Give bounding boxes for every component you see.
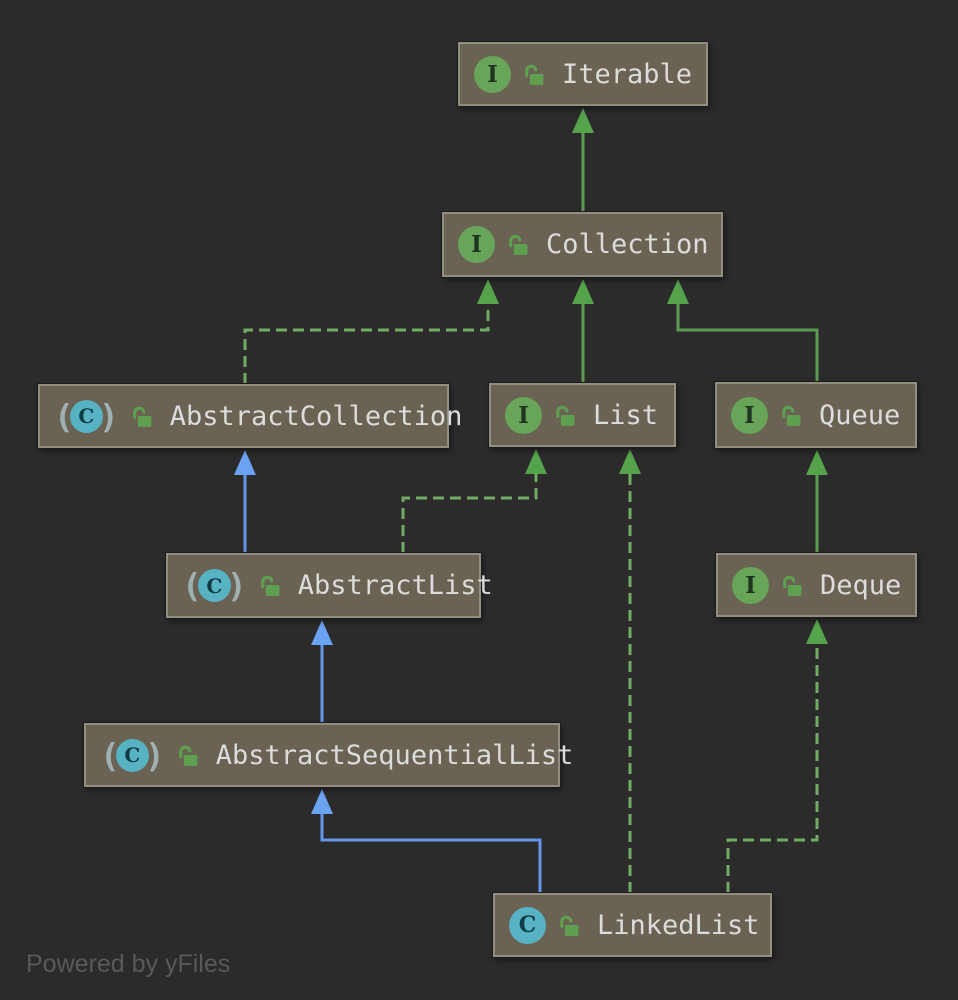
interface-icon: I bbox=[732, 566, 769, 604]
edge-AbstractSequentialList-AbstractList bbox=[311, 620, 333, 723]
node-abstract-list[interactable]: ( C ) AbstractList bbox=[166, 553, 493, 618]
node-collection[interactable]: I Collection bbox=[442, 212, 723, 277]
unlocked-padlock-icon bbox=[778, 403, 803, 428]
edge-LinkedList-AbstractSequentialList bbox=[311, 789, 542, 893]
interface-icon: I bbox=[458, 226, 495, 263]
node-label: Collection bbox=[546, 229, 709, 260]
node-iterable[interactable]: I Iterable bbox=[458, 42, 708, 106]
node-linked-list[interactable]: C LinkedList bbox=[493, 893, 772, 957]
unlocked-padlock-icon bbox=[505, 232, 530, 257]
node-queue[interactable]: I Queue bbox=[715, 382, 917, 448]
edge-Collection-Iterable bbox=[572, 108, 594, 212]
node-label: List bbox=[593, 399, 659, 431]
node-label: AbstractCollection bbox=[169, 400, 463, 432]
edge-List-Collection bbox=[572, 279, 594, 383]
edge-AbstractList-AbstractCollection bbox=[234, 450, 256, 553]
edge-LinkedList-List bbox=[619, 449, 641, 893]
node-deque[interactable]: I Deque bbox=[716, 553, 917, 617]
interface-icon: I bbox=[505, 396, 542, 434]
node-label: Queue bbox=[819, 399, 901, 431]
edge-Deque-Queue bbox=[806, 450, 828, 553]
edge-LinkedList-Deque bbox=[726, 619, 828, 893]
abstract-class-icon: ( C ) bbox=[182, 566, 247, 605]
node-label: LinkedList bbox=[597, 909, 760, 941]
unlocked-padlock-icon bbox=[552, 403, 577, 428]
edge-AbstractCollection-Collection bbox=[243, 279, 499, 384]
node-abstract-sequential-list[interactable]: ( C ) AbstractSequentialList bbox=[84, 723, 573, 787]
interface-icon: I bbox=[731, 396, 768, 434]
node-label: AbstractList bbox=[297, 570, 493, 601]
abstract-class-icon: ( C ) bbox=[100, 735, 165, 775]
edge-Queue-Collection bbox=[667, 279, 819, 382]
yfiles-watermark[interactable]: Powered by yFiles bbox=[26, 950, 231, 978]
node-list[interactable]: I List bbox=[489, 383, 676, 447]
unlocked-padlock-icon bbox=[556, 913, 581, 938]
node-label: AbstractSequentialList bbox=[215, 739, 574, 771]
unlocked-padlock-icon bbox=[521, 62, 546, 87]
node-label: Iterable bbox=[562, 58, 693, 90]
unlocked-padlock-icon bbox=[779, 573, 804, 598]
edge-AbstractList-List bbox=[401, 449, 547, 553]
unlocked-padlock-icon bbox=[175, 743, 200, 768]
abstract-class-icon: ( C ) bbox=[54, 396, 119, 436]
interface-icon: I bbox=[474, 55, 511, 93]
node-abstract-collection[interactable]: ( C ) AbstractCollection bbox=[38, 384, 462, 448]
class-icon: C bbox=[509, 906, 546, 944]
unlocked-padlock-icon bbox=[129, 404, 154, 429]
node-label: Deque bbox=[820, 569, 902, 601]
unlocked-padlock-icon bbox=[257, 573, 282, 598]
